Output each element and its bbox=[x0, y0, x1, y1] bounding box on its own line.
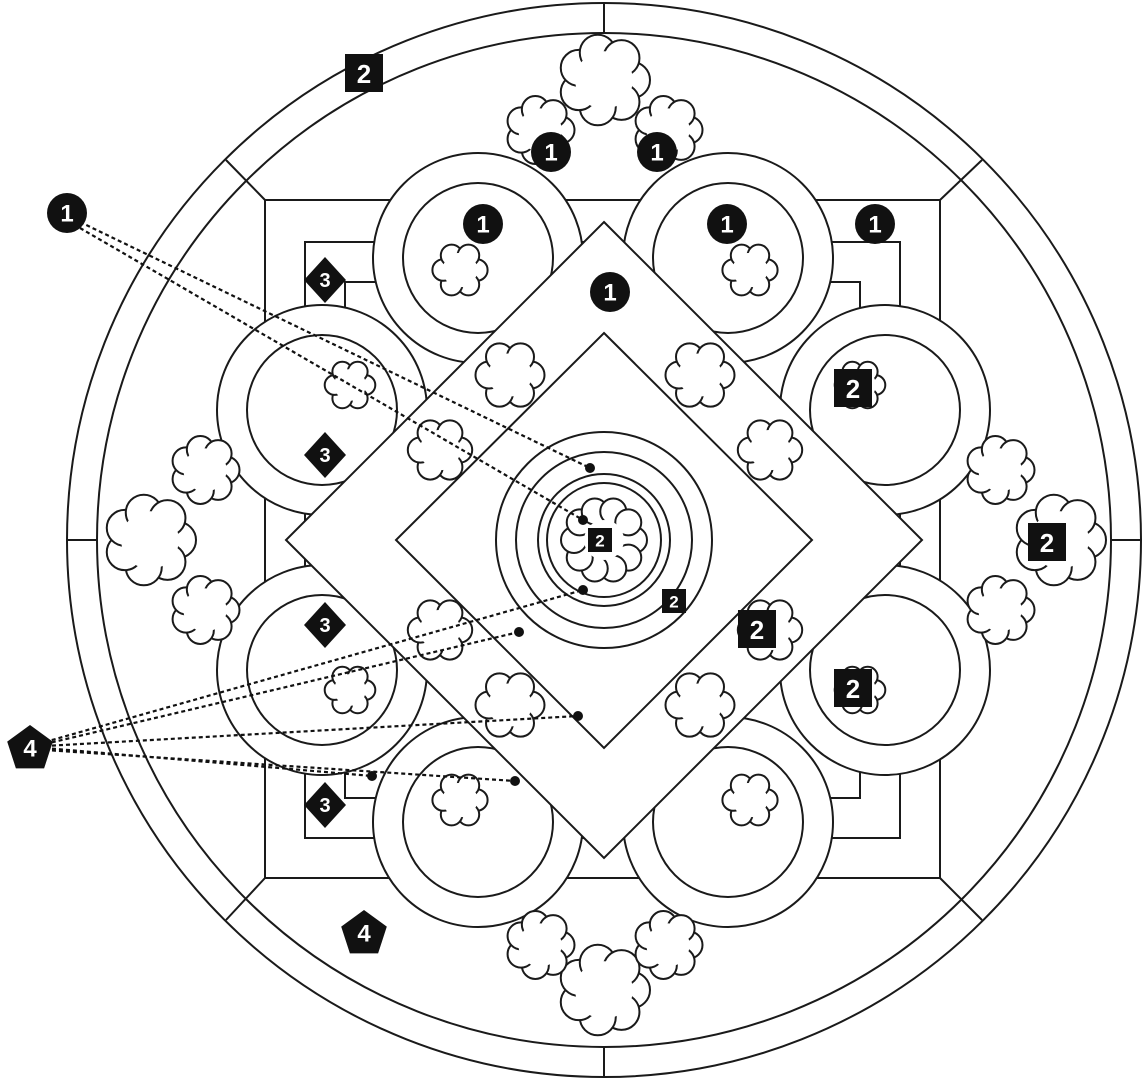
marker-number: 1 bbox=[720, 212, 733, 239]
diamond-marker-shape bbox=[304, 257, 346, 303]
ring-inner bbox=[402, 746, 554, 898]
marker-number: 2 bbox=[846, 374, 860, 404]
marker-number: 2 bbox=[750, 615, 764, 645]
region-4-marker: 4 bbox=[341, 910, 387, 954]
marker-number: 3 bbox=[319, 270, 330, 292]
leaf-clusters bbox=[105, 33, 1107, 1037]
region-2-marker: 2 bbox=[1028, 523, 1066, 561]
marker-number: 1 bbox=[868, 212, 881, 239]
marker-number: 2 bbox=[595, 532, 604, 551]
region-1-marker: 1 bbox=[463, 204, 503, 244]
region-3-marker: 3 bbox=[304, 432, 346, 478]
region-2-marker: 2 bbox=[834, 369, 872, 407]
ring-inner bbox=[652, 182, 804, 334]
square-marker-shape bbox=[834, 669, 872, 707]
rosette-ring-4 bbox=[546, 482, 662, 598]
square-marker-shape bbox=[834, 369, 872, 407]
region-2-marker: 2 bbox=[662, 589, 686, 613]
marker-number: 1 bbox=[476, 212, 489, 239]
region-1-marker: 1 bbox=[47, 193, 87, 233]
marker-number: 2 bbox=[357, 59, 371, 89]
ring-inner bbox=[809, 594, 961, 746]
region-4-marker: 4 bbox=[7, 725, 53, 769]
pentagon-marker-shape bbox=[341, 910, 387, 954]
rosette-ring-2 bbox=[515, 451, 693, 629]
square-marker-shape bbox=[1028, 523, 1066, 561]
circle-marker-shape bbox=[463, 204, 503, 244]
circle-marker-shape bbox=[590, 272, 630, 312]
leader-lines-4 bbox=[44, 585, 588, 786]
region-2-marker: 2 bbox=[738, 610, 776, 648]
marker-number: 4 bbox=[23, 736, 37, 763]
ring-inner bbox=[246, 594, 398, 746]
region-3-marker: 3 bbox=[304, 782, 346, 828]
region-2-marker: 2 bbox=[588, 528, 612, 552]
pentagon-marker-shape bbox=[7, 725, 53, 769]
region-3-marker: 3 bbox=[304, 257, 346, 303]
marker-number: 1 bbox=[603, 280, 616, 307]
ring-inner bbox=[402, 182, 554, 334]
region-markers: 1 1 1 1 1 1 1 2 2 2 2 2 2 2 3 3 3 3 4 4 bbox=[7, 54, 1066, 954]
inner-leaves bbox=[323, 243, 887, 827]
ring-inner bbox=[652, 746, 804, 898]
circle-marker-shape bbox=[637, 132, 677, 172]
region-1-marker: 1 bbox=[855, 204, 895, 244]
region-1-marker: 1 bbox=[637, 132, 677, 172]
region-1-marker: 1 bbox=[531, 132, 571, 172]
marker-number: 1 bbox=[544, 140, 557, 167]
square-marker-shape bbox=[662, 589, 686, 613]
inner-diamond bbox=[394, 331, 814, 750]
marker-number: 2 bbox=[669, 593, 678, 612]
circle-marker-shape bbox=[47, 193, 87, 233]
marker-number: 4 bbox=[357, 921, 371, 948]
circle-marker-shape bbox=[707, 204, 747, 244]
petal bbox=[614, 508, 643, 537]
diamond-marker-shape bbox=[304, 432, 346, 478]
square-marker-shape bbox=[345, 54, 383, 92]
marker-number: 1 bbox=[60, 201, 73, 228]
marker-number: 3 bbox=[319, 615, 330, 637]
circle-marker-shape bbox=[531, 132, 571, 172]
diamond-marker-shape bbox=[304, 782, 346, 828]
square-marker-shape bbox=[738, 610, 776, 648]
region-1-marker: 1 bbox=[707, 204, 747, 244]
region-1-marker: 1 bbox=[590, 272, 630, 312]
square-marker-shape bbox=[588, 528, 612, 552]
marker-number: 3 bbox=[319, 795, 330, 817]
marker-number: 2 bbox=[846, 674, 860, 704]
border-dividers bbox=[67, 3, 1141, 1077]
marker-number: 2 bbox=[1040, 528, 1054, 558]
marker-number: 1 bbox=[650, 140, 663, 167]
region-3-marker: 3 bbox=[304, 602, 346, 648]
rosette-ring-3 bbox=[537, 473, 671, 607]
diamond-marker-shape bbox=[304, 602, 346, 648]
region-2-marker: 2 bbox=[345, 54, 383, 92]
circle-marker-shape bbox=[855, 204, 895, 244]
ring-inner bbox=[246, 334, 398, 486]
leader-lines-1 bbox=[79, 221, 595, 525]
marker-number: 3 bbox=[319, 445, 330, 467]
region-2-marker: 2 bbox=[834, 669, 872, 707]
ring-inner bbox=[809, 334, 961, 486]
